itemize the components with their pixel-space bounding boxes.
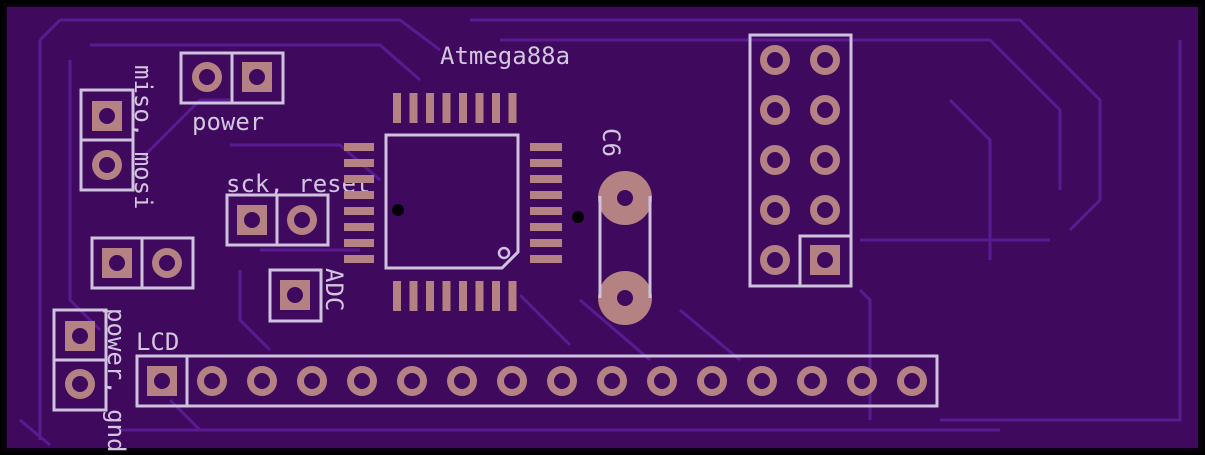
lcd-pin[interactable] xyxy=(347,366,377,396)
lcd-pin[interactable] xyxy=(647,366,677,396)
lcd-pin[interactable] xyxy=(497,366,527,396)
lcd-pin[interactable] xyxy=(547,366,577,396)
chip-label: Atmega88a xyxy=(440,42,570,70)
lcd-pin[interactable] xyxy=(297,366,327,396)
mcu-pad-bottom xyxy=(442,281,451,311)
mcu-pad-top xyxy=(508,93,517,123)
fiducial-left xyxy=(392,204,404,216)
mcu-pad-right xyxy=(530,175,562,183)
mcu-pad-top xyxy=(442,93,451,123)
copper-traces xyxy=(19,18,1182,447)
power-label: power xyxy=(192,108,264,136)
mcu-pad-right xyxy=(530,239,562,247)
power-gnd-label: power, gnd xyxy=(102,308,130,453)
isp-pin[interactable] xyxy=(810,245,840,275)
isp-pin[interactable] xyxy=(810,145,840,175)
capacitor-label: C6 xyxy=(597,128,625,157)
mcu-pad-left xyxy=(344,239,374,247)
mcu-pad-right xyxy=(530,159,562,167)
mcu-pad-bottom xyxy=(475,281,484,311)
lcd-pin[interactable] xyxy=(797,366,827,396)
lcd-pin[interactable] xyxy=(147,366,177,396)
mcu-pad-right xyxy=(530,223,562,231)
lcd-pin[interactable] xyxy=(197,366,227,396)
mcu-pad-left xyxy=(344,175,374,183)
mcu-pad-right xyxy=(530,255,562,263)
mcu-pad-bottom xyxy=(459,281,467,311)
isp-header[interactable] xyxy=(748,33,853,288)
isp-pin[interactable] xyxy=(760,245,790,275)
capacitor-c6[interactable] xyxy=(598,171,652,325)
mcu-pad-top xyxy=(409,93,418,123)
isp-pin[interactable] xyxy=(760,195,790,225)
adc-header[interactable] xyxy=(268,268,323,323)
mcu-pad-left xyxy=(344,191,374,199)
mcu-pad-bottom xyxy=(508,281,517,311)
lcd-pin[interactable] xyxy=(247,366,277,396)
miso-mosi-header[interactable] xyxy=(79,88,135,192)
mcu-pad-left xyxy=(344,159,374,167)
lcd-pin[interactable] xyxy=(397,366,427,396)
atmega88a-chip[interactable] xyxy=(344,93,562,311)
lcd-pin[interactable] xyxy=(897,366,927,396)
mcu-pad-bottom xyxy=(426,281,434,311)
mcu-pad-left xyxy=(344,223,374,231)
lcd-pin[interactable] xyxy=(697,366,727,396)
mcu-pad-top xyxy=(426,93,434,123)
mcu-pad-right xyxy=(530,191,562,199)
adc-label: ADC xyxy=(320,268,348,311)
isp-pin[interactable] xyxy=(810,195,840,225)
mcu-pad-left xyxy=(344,207,374,215)
lcd-pin[interactable] xyxy=(597,366,627,396)
power-header[interactable] xyxy=(179,51,285,105)
isp-pin[interactable] xyxy=(760,95,790,125)
mcu-pad-left xyxy=(344,255,374,263)
fiducial-right xyxy=(572,211,584,223)
lcd-pin[interactable] xyxy=(847,366,877,396)
mcu-pad-left xyxy=(344,143,374,151)
isp-pin[interactable] xyxy=(760,45,790,75)
power-gnd-header[interactable] xyxy=(52,308,108,412)
mcu-pad-top xyxy=(459,93,467,123)
miso-mosi-label: miso, mosi xyxy=(129,65,157,210)
isp-pin[interactable] xyxy=(810,95,840,125)
mcu-pad-bottom xyxy=(492,281,500,311)
left-two-pin-header[interactable] xyxy=(90,236,195,290)
lcd-pin[interactable] xyxy=(747,366,777,396)
lcd-pin[interactable] xyxy=(447,366,477,396)
mcu-pad-bottom xyxy=(409,281,418,311)
sck-reset-header[interactable] xyxy=(225,193,330,247)
mcu-pad-top xyxy=(492,93,500,123)
isp-pin[interactable] xyxy=(810,45,840,75)
lcd-label: LCD xyxy=(136,328,179,356)
mcu-pad-right xyxy=(530,207,562,215)
lcd-header[interactable] xyxy=(135,354,939,408)
mcu-pad-right xyxy=(530,143,562,151)
mcu-pad-bottom xyxy=(393,281,401,311)
isp-pin[interactable] xyxy=(760,145,790,175)
mcu-pad-top xyxy=(475,93,484,123)
mcu-pad-top xyxy=(393,93,401,123)
